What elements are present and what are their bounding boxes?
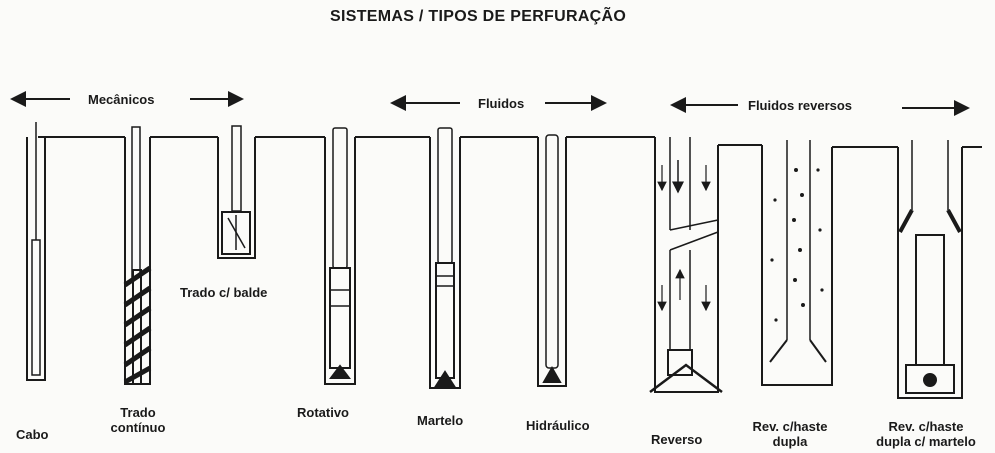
borehole-reverso: [649, 137, 723, 393]
borehole-martelo: [429, 127, 461, 389]
borehole-rev-haste-dupla-martelo: [897, 140, 963, 399]
label-reverso: Reverso: [651, 432, 703, 447]
label-trado-line2: contínuo: [110, 420, 166, 435]
label-trado-continuo: Trado contínuo: [98, 405, 178, 435]
label-rotativo: Rotativo: [297, 405, 349, 420]
label-rev-haste-dupla-martelo: Rev. c/haste dupla c/ martelo: [860, 419, 992, 449]
borehole-rev-haste-dupla: [761, 140, 833, 386]
label-martelo: Martelo: [417, 413, 464, 428]
borehole-cabo: [26, 122, 46, 381]
group-label-fluidos-reversos: Fluidos reversos: [748, 98, 853, 113]
label-hidraulico: Hidráulico: [526, 418, 590, 433]
label-rev-dupla-line2: dupla: [772, 434, 808, 449]
ground-surface-line: [38, 136, 982, 148]
label-trado-line1: Trado: [120, 405, 156, 420]
label-cabo: Cabo: [16, 427, 49, 442]
borehole-trado-balde: [217, 125, 256, 259]
label-rev-martelo-line1: Rev. c/haste: [888, 419, 964, 434]
borehole-rotativo: [324, 127, 356, 385]
label-trado-balde: Trado c/ balde: [180, 285, 268, 300]
reverse-fluids-arrow: [670, 97, 970, 116]
page-title: SISTEMAS / TIPOS DE PERFURAÇÃO: [330, 8, 627, 25]
borehole-trado-continuo: [123, 126, 152, 385]
label-rev-dupla-line1: Rev. c/haste: [752, 419, 828, 434]
group-label-fluidos: Fluidos: [478, 96, 525, 111]
label-rev-martelo-line2: dupla c/ martelo: [876, 434, 976, 449]
borehole-hidraulico: [537, 134, 567, 387]
group-label-mecanicos: Mecânicos: [88, 92, 155, 107]
label-rev-haste-dupla: Rev. c/haste dupla: [745, 419, 835, 449]
